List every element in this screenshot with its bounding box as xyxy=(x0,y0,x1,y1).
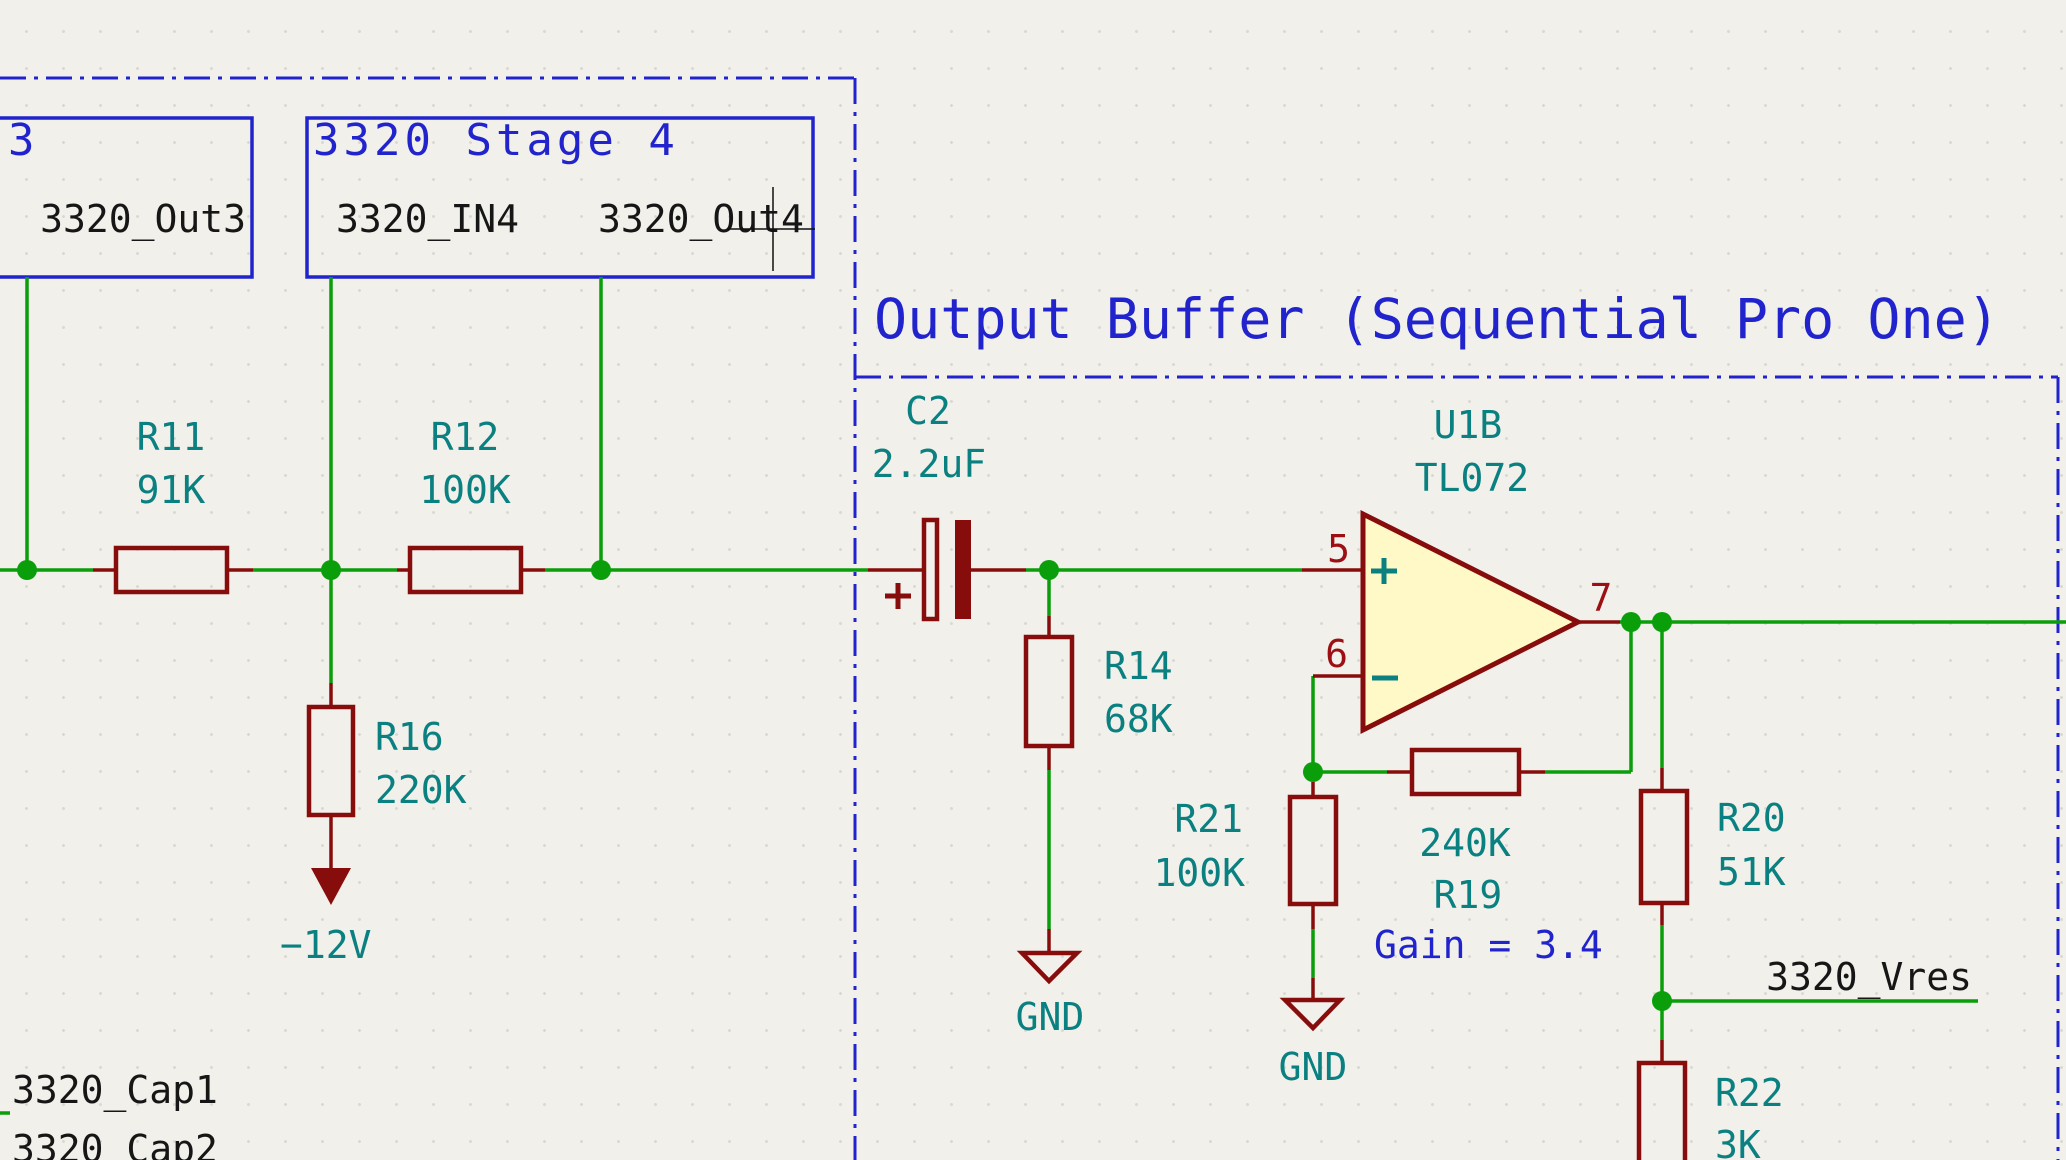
sheet-stage3[interactable]: 3 3320_Out3 xyxy=(0,115,254,279)
resistor-r19[interactable]: 240K R19 xyxy=(1387,747,1545,917)
junction-out4[interactable] xyxy=(591,560,611,580)
r19-ref[interactable]: R19 xyxy=(1434,873,1503,917)
gnd-r21-label[interactable]: GND xyxy=(1279,1045,1348,1089)
junction-out3[interactable] xyxy=(17,560,37,580)
junction-c2-r14[interactable] xyxy=(1039,560,1059,580)
junctions[interactable] xyxy=(17,560,1672,1011)
r16-value[interactable]: 220K xyxy=(375,768,467,812)
r21-value[interactable]: 100K xyxy=(1153,851,1245,895)
sheet-stage3-outline[interactable] xyxy=(0,116,254,279)
resistor-r22[interactable]: R22 3K xyxy=(1636,1040,1784,1160)
net-labels[interactable]: 3320_Vres 3320_Cap1 3320_Cap2 xyxy=(12,955,1972,1160)
resistor-r14[interactable]: R14 68K xyxy=(1023,616,1173,770)
r21-ref[interactable]: R21 xyxy=(1174,797,1243,841)
sheet-stage4-name[interactable]: 3320 Stage 4 xyxy=(313,115,679,166)
r20-body[interactable] xyxy=(1638,788,1690,906)
r16-body[interactable] xyxy=(306,704,356,818)
r21-body[interactable] xyxy=(1287,794,1339,907)
sheet-pin-3320-out4[interactable]: 3320_Out4 xyxy=(598,197,804,242)
power-gnd-r14[interactable]: GND xyxy=(1016,929,1085,1039)
junction-output-1[interactable] xyxy=(1621,612,1641,632)
gnd-r14-icon xyxy=(1016,950,1083,985)
u1b-pin5-number: 5 xyxy=(1327,527,1350,571)
junction-vres[interactable] xyxy=(1652,991,1672,1011)
r11-ref[interactable]: R11 xyxy=(137,415,206,459)
c2-polarity-plus-icon xyxy=(885,583,911,609)
junction-feedback[interactable] xyxy=(1303,762,1323,782)
c2-plate-left[interactable] xyxy=(921,517,940,622)
gnd-r21-icon xyxy=(1279,997,1346,1032)
r11-body[interactable] xyxy=(113,545,230,595)
power-minus12v[interactable]: −12V xyxy=(280,868,372,967)
resistor-r20[interactable]: R20 51K xyxy=(1638,768,1786,925)
label-3320-cap1[interactable]: 3320_Cap1 xyxy=(12,1068,218,1113)
crosshair-cursor xyxy=(727,187,815,271)
r12-body[interactable] xyxy=(407,545,524,595)
r20-value[interactable]: 51K xyxy=(1717,850,1786,894)
r19-value[interactable]: 240K xyxy=(1419,821,1511,865)
u1b-pin6-number: 6 xyxy=(1325,632,1348,676)
resistor-r12[interactable]: R12 100K xyxy=(397,415,545,595)
r12-value[interactable]: 100K xyxy=(419,468,511,512)
label-3320-cap2[interactable]: 3320_Cap2 xyxy=(12,1127,218,1160)
u1b-noninverting-plus-icon xyxy=(1371,558,1397,584)
u1b-value[interactable]: TL072 xyxy=(1415,456,1529,500)
junction-in4[interactable] xyxy=(321,560,341,580)
u1b-triangle[interactable] xyxy=(1360,509,1584,735)
region-borders[interactable] xyxy=(0,76,2060,1160)
capacitor-c2[interactable]: C2 2.2uF xyxy=(868,389,1026,622)
r19-body[interactable] xyxy=(1409,747,1522,797)
r22-value[interactable]: 3K xyxy=(1715,1123,1761,1160)
wires[interactable] xyxy=(0,277,2066,1115)
sheet-stage4-outline[interactable] xyxy=(305,116,815,279)
sheet-stage3-name[interactable]: 3 xyxy=(8,115,39,166)
r11-value[interactable]: 91K xyxy=(137,468,206,512)
power-gnd-r21[interactable]: GND xyxy=(1279,978,1348,1089)
c2-value[interactable]: 2.2uF xyxy=(872,442,986,486)
u1b-pin7-number: 7 xyxy=(1590,576,1613,620)
gnd-r14-label[interactable]: GND xyxy=(1016,995,1085,1039)
c2-ref[interactable]: C2 xyxy=(905,389,951,433)
opamp-u1b[interactable]: 5 6 7 U1B TL072 xyxy=(1302,403,1620,735)
resistor-r11[interactable]: R11 91K xyxy=(93,415,253,595)
resistor-r16[interactable]: R16 220K xyxy=(306,683,467,868)
r22-body[interactable] xyxy=(1636,1060,1688,1160)
r14-body[interactable] xyxy=(1023,634,1075,749)
sheet-pin-3320-in4[interactable]: 3320_IN4 xyxy=(336,197,519,242)
sheet-stage4[interactable]: 3320 Stage 4 3320_IN4 3320_Out4 xyxy=(305,115,815,279)
junction-output-2[interactable] xyxy=(1652,612,1672,632)
r22-ref[interactable]: R22 xyxy=(1715,1071,1784,1115)
r12-ref[interactable]: R12 xyxy=(431,415,500,459)
r14-value[interactable]: 68K xyxy=(1104,697,1173,741)
minus12v-label[interactable]: −12V xyxy=(280,923,372,967)
c2-plate-right[interactable] xyxy=(955,520,971,619)
minus12v-arrow-icon[interactable] xyxy=(311,868,351,905)
sheet-pin-3320-out3[interactable]: 3320_Out3 xyxy=(40,197,246,242)
r16-ref[interactable]: R16 xyxy=(375,715,444,759)
u1b-ref[interactable]: U1B xyxy=(1434,403,1503,447)
section-title[interactable]: Output Buffer (Sequential Pro One) xyxy=(874,287,2000,351)
r14-ref[interactable]: R14 xyxy=(1104,644,1173,688)
r20-ref[interactable]: R20 xyxy=(1717,796,1786,840)
gain-annotation[interactable]: Gain = 3.4 xyxy=(1374,923,1603,967)
label-3320-vres[interactable]: 3320_Vres xyxy=(1766,955,1972,1000)
resistor-r21[interactable]: R21 100K xyxy=(1153,782,1339,929)
